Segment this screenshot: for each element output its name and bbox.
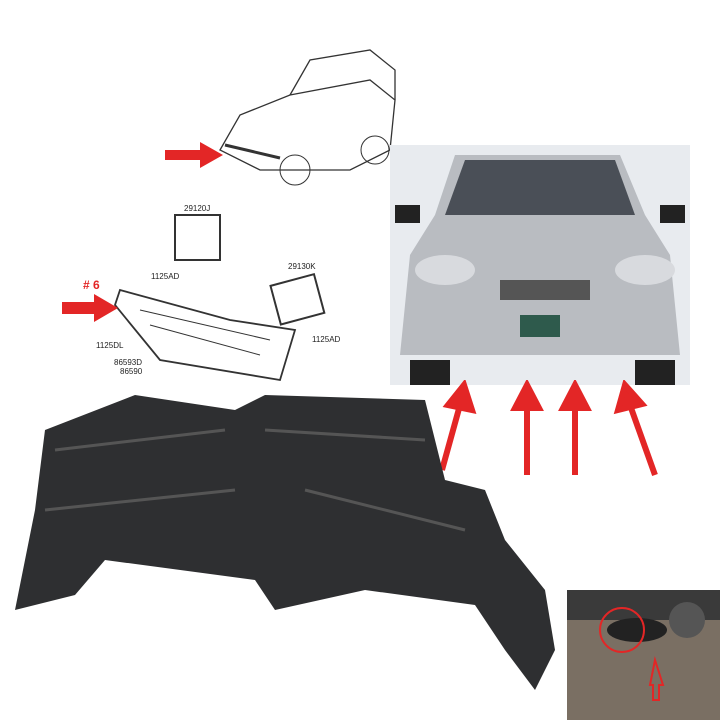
part-label: 1125AD bbox=[151, 272, 180, 281]
red-arrow-icon bbox=[62, 294, 118, 322]
undercover-diagram bbox=[113, 214, 326, 382]
part-label: 29130K bbox=[288, 262, 316, 271]
car-photo bbox=[390, 145, 690, 385]
part-label: 86590 bbox=[120, 367, 143, 376]
car-line-drawing bbox=[219, 49, 396, 186]
part-label: 29120J bbox=[184, 204, 211, 213]
red-arrows-icon bbox=[439, 380, 658, 477]
red-arrow-icon bbox=[165, 142, 223, 168]
underside-photo bbox=[567, 590, 720, 720]
engine-undercover-product bbox=[15, 395, 555, 690]
part-label: 1125AD bbox=[312, 335, 341, 344]
part-label: 86593D bbox=[114, 358, 143, 367]
marker-label: # 6 bbox=[83, 278, 100, 292]
part-label: 1125DL bbox=[96, 341, 124, 350]
